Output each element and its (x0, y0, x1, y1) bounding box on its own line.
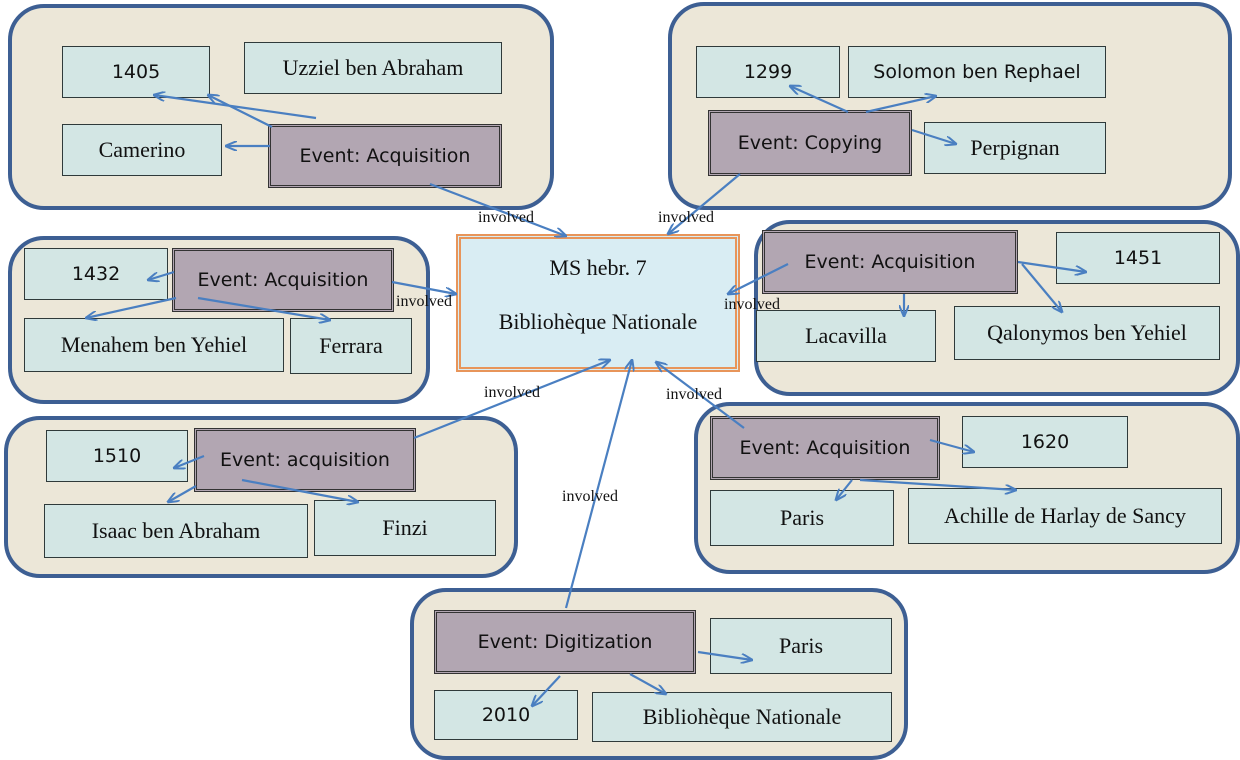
group-1299-copying (668, 2, 1232, 210)
edge-label-involved-g5: involved (484, 384, 540, 401)
date-node-1405: 1405 (62, 46, 210, 98)
place-node-lacavilla: Lacavilla (756, 310, 936, 362)
person-node-uzziel: Uzziel ben Abraham (244, 42, 502, 94)
person-node-achille: Achille de Harlay de Sancy (908, 488, 1222, 544)
edge-label-involved-g3: involved (396, 293, 452, 310)
manuscript-title: MS hebr. 7 (549, 255, 647, 280)
person-node-solomon: Solomon ben Rephael (848, 46, 1106, 98)
event-node-acquisition-1451: Event: Acquisition (762, 230, 1018, 294)
date-node-2010: 2010 (434, 690, 578, 740)
date-node-1620: 1620 (962, 416, 1128, 468)
arrow-g7-involved (564, 360, 632, 609)
event-node-digitization: Event: Digitization (434, 610, 696, 674)
date-node-1299: 1299 (696, 46, 840, 98)
event-node-acquisition-1620: Event: Acquisition (710, 416, 940, 480)
person-node-menahem: Menahem ben Yehiel (24, 318, 284, 372)
person-node-qalonymos: Qalonymos ben Yehiel (954, 306, 1220, 360)
edge-label-involved-g2: involved (658, 209, 714, 226)
person-node-isaac: Isaac ben Abraham (44, 504, 308, 558)
edge-label-involved-g4: involved (724, 296, 780, 313)
institution-node-bn: Bibliohèque Nationale (592, 692, 892, 742)
date-node-1432: 1432 (24, 248, 168, 300)
place-node-ferrara: Ferrara (290, 318, 412, 374)
date-node-1451: 1451 (1056, 232, 1220, 284)
manuscript-holder: Bibliohèque Nationale (498, 309, 698, 334)
place-node-paris-1620: Paris (710, 490, 894, 546)
event-node-acquisition-1432: Event: Acquisition (172, 248, 394, 312)
place-node-paris-2010: Paris (710, 618, 892, 674)
event-node-acquisition-1510: Event: acquisition (194, 428, 416, 492)
place-node-finzi: Finzi (314, 500, 496, 556)
place-node-perpignan: Perpignan (924, 122, 1106, 174)
edge-label-involved-g7: involved (562, 488, 618, 505)
place-node-camerino: Camerino (62, 124, 222, 176)
event-node-acquisition-1405: Event: Acquisition (268, 124, 502, 188)
central-manuscript-node: MS hebr. 7 Bibliohèque Nationale (456, 234, 740, 372)
event-node-copying: Event: Copying (708, 110, 912, 176)
edge-label-involved-g1: involved (478, 209, 534, 226)
date-node-1510: 1510 (46, 430, 188, 482)
edge-label-involved-g6: involved (666, 386, 722, 403)
